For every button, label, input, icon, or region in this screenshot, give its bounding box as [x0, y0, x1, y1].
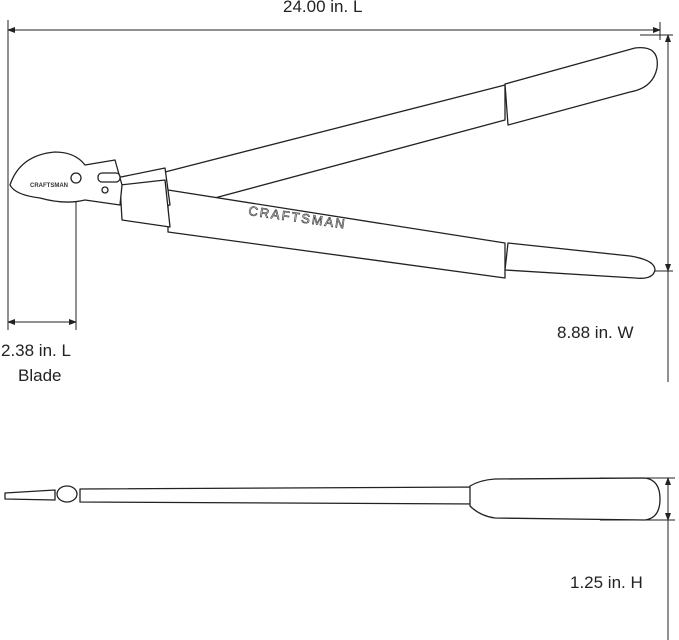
blade-head [9, 151, 123, 206]
width-label: 8.88 in. W [557, 323, 634, 342]
length-label: 24.00 in. L [283, 0, 363, 16]
blade-caption: Blade [18, 366, 62, 385]
lopper-top-view [9, 47, 658, 279]
lower-grip [504, 242, 656, 279]
blade-length-label: 2.38 in. L [1, 341, 71, 360]
lopper-side-view [4, 477, 661, 521]
side-grip [469, 477, 661, 521]
height-label: 1.25 in. H [570, 573, 643, 592]
upper-grip [504, 47, 658, 126]
side-pivot [56, 485, 78, 503]
blade-dimension-line [7, 192, 77, 330]
lower-collar [119, 179, 171, 228]
lower-handle-shaft [167, 189, 506, 279]
height-dimension-line [600, 477, 675, 640]
side-blade [4, 489, 56, 501]
upper-handle-shaft [164, 84, 506, 211]
blade-logo: CRAFTSMAN [30, 183, 68, 189]
side-shaft [79, 486, 481, 505]
length-dimension-line [7, 20, 661, 330]
pivot-bolt [70, 172, 82, 184]
